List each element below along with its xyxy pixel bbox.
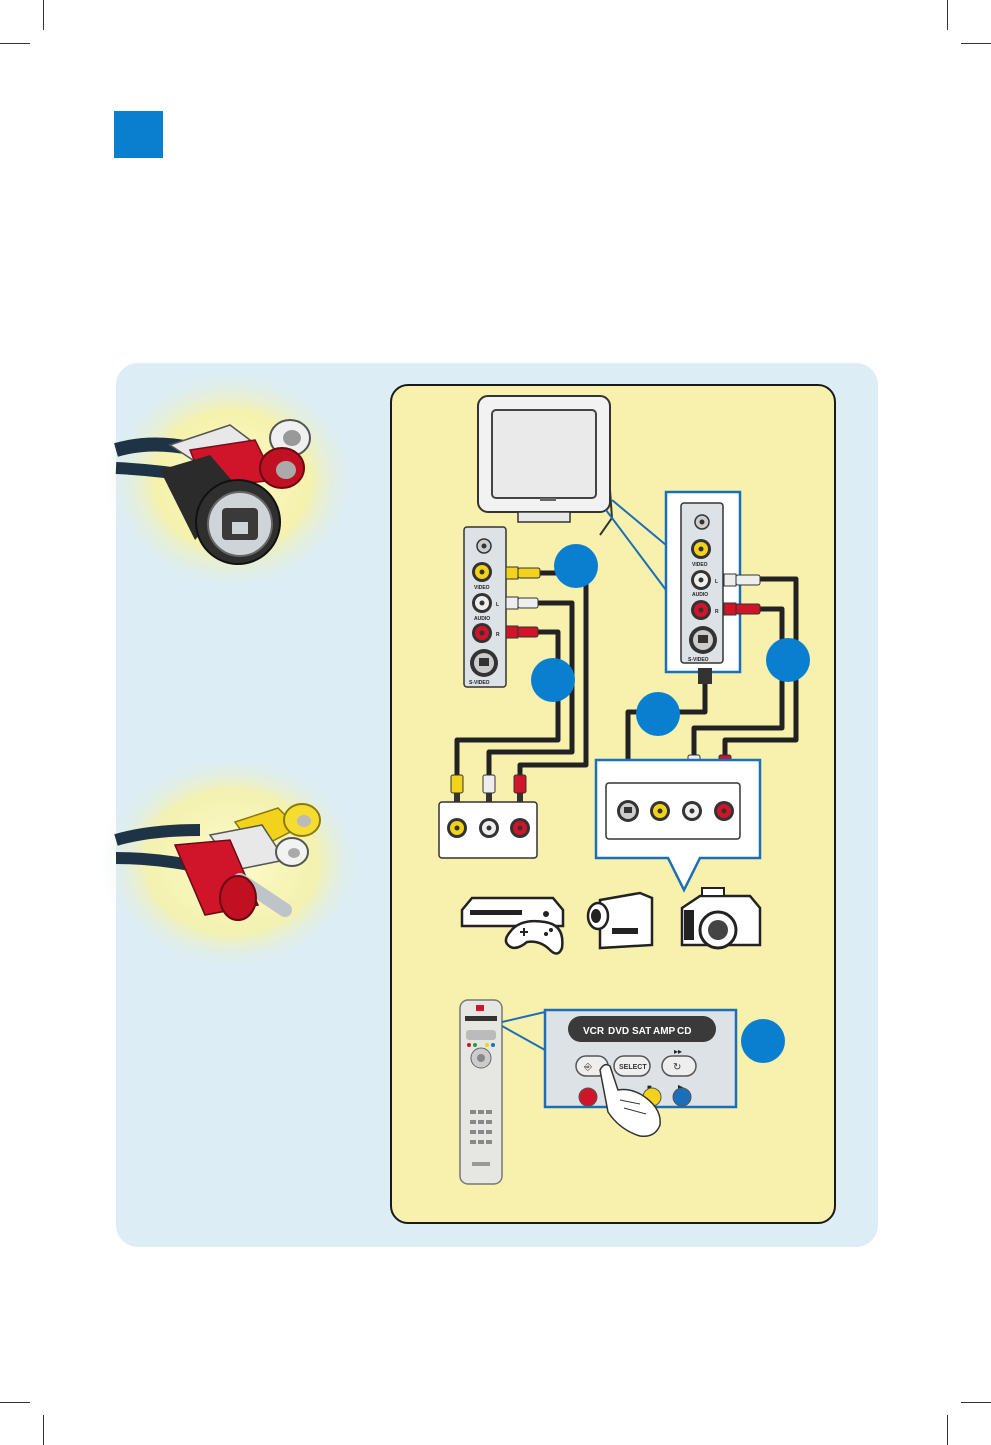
step-marker-circle bbox=[531, 658, 575, 702]
device-plugs bbox=[450, 774, 527, 803]
select-button-label: SELECT bbox=[619, 1064, 647, 1071]
game-console-connector-box bbox=[438, 801, 538, 859]
remote-zoom-panel: VCR DVD SAT AMP CD ⎆ SELECT ↻ ▸▸ ■ ▶ bbox=[543, 1008, 738, 1138]
amp-source-label: AMP bbox=[653, 1026, 676, 1037]
crop-mark bbox=[0, 43, 30, 44]
game-console-icon bbox=[460, 896, 565, 955]
crop-mark bbox=[961, 1402, 991, 1403]
svideo-cable-illustration bbox=[104, 365, 360, 595]
tv-side-av-panel: VIDEO AUDIO L R S-VIDEO bbox=[463, 526, 507, 688]
s-video-label: S-VIDEO bbox=[688, 657, 709, 663]
step-marker-circle bbox=[766, 638, 810, 682]
crop-mark bbox=[43, 0, 44, 30]
zoomed-av-panel: VIDEO AUDIO L R S-VIDEO bbox=[664, 490, 742, 674]
video-label: VIDEO bbox=[692, 562, 708, 568]
sat-source-label: SAT bbox=[632, 1026, 651, 1037]
audio-label: AUDIO bbox=[692, 592, 708, 598]
left-channel-label: L bbox=[496, 602, 499, 608]
rotate-icon: ↻ bbox=[673, 1062, 681, 1073]
camera-connector-box bbox=[594, 758, 762, 893]
camcorder-icon bbox=[586, 891, 654, 950]
audio-label: AUDIO bbox=[474, 616, 490, 622]
input-source-icon: ⎆ bbox=[584, 1062, 592, 1073]
step-marker-circle bbox=[741, 1019, 785, 1063]
right-channel-label: R bbox=[715, 609, 719, 615]
left-panel-plugs bbox=[505, 566, 541, 639]
step-number-square bbox=[114, 111, 163, 158]
right-channel-label: R bbox=[496, 632, 500, 638]
stop-icon: ■ bbox=[647, 1083, 652, 1092]
crop-mark bbox=[961, 43, 991, 44]
step-marker-circle bbox=[636, 692, 680, 736]
dvd-source-label: DVD bbox=[608, 1026, 629, 1037]
zoomed-panel-plugs bbox=[698, 573, 761, 684]
play-icon: ▶ bbox=[678, 1083, 685, 1092]
cd-source-label: CD bbox=[677, 1026, 691, 1037]
vcr-source-label: VCR bbox=[583, 1026, 605, 1037]
s-video-label: S-VIDEO bbox=[469, 680, 490, 686]
crop-mark bbox=[43, 1415, 44, 1445]
crop-mark bbox=[0, 1402, 30, 1403]
composite-cable-illustration bbox=[100, 752, 364, 972]
step-marker-circle bbox=[554, 544, 598, 588]
fast-forward-icon: ▸▸ bbox=[674, 1047, 682, 1056]
remote-control-illustration bbox=[459, 999, 503, 1185]
crop-mark bbox=[947, 1415, 948, 1445]
video-label: VIDEO bbox=[474, 585, 490, 591]
digital-camera-icon bbox=[680, 887, 762, 950]
television-illustration bbox=[477, 395, 614, 536]
crop-mark bbox=[947, 0, 948, 30]
left-channel-label: L bbox=[715, 579, 718, 585]
